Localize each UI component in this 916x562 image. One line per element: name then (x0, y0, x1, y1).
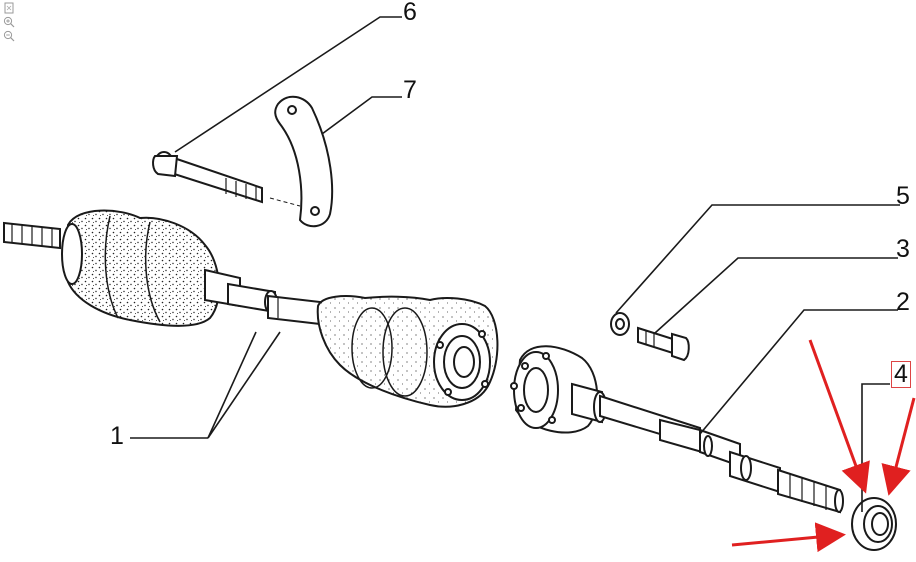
callout-7: 7 (403, 76, 417, 104)
callout-1: 1 (110, 422, 124, 450)
inner-boot (67, 209, 221, 327)
zoom-toolbar (3, 2, 17, 43)
callout-6: 6 (403, 0, 417, 26)
shaft-bar (267, 294, 321, 326)
red-arrow-right (881, 397, 916, 496)
red-arrow-top (808, 339, 870, 494)
part-washer-5 (610, 312, 630, 336)
red-arrow-bottom (731, 522, 846, 553)
part-bolt-6 (152, 151, 301, 207)
callout-5: 5 (896, 182, 910, 210)
leader-lines (130, 16, 900, 512)
red-annotation-arrows (731, 339, 916, 553)
zoom-out-icon[interactable] (3, 30, 15, 43)
part-seal-4 (851, 497, 897, 551)
callout-2: 2 (896, 288, 910, 316)
part-bracket-7 (274, 95, 334, 228)
fit-page-icon[interactable] (3, 2, 15, 15)
shaft-hub-assembly (510, 345, 844, 514)
splined-tip (777, 468, 841, 514)
axle-shaft-assembly (3, 209, 499, 408)
callout-4-highlighted: 4 (891, 361, 911, 388)
callout-3: 3 (896, 235, 910, 263)
part-bolt-3 (637, 326, 690, 362)
outer-cv-joint-face (433, 323, 491, 401)
zoom-in-icon[interactable] (3, 16, 15, 29)
